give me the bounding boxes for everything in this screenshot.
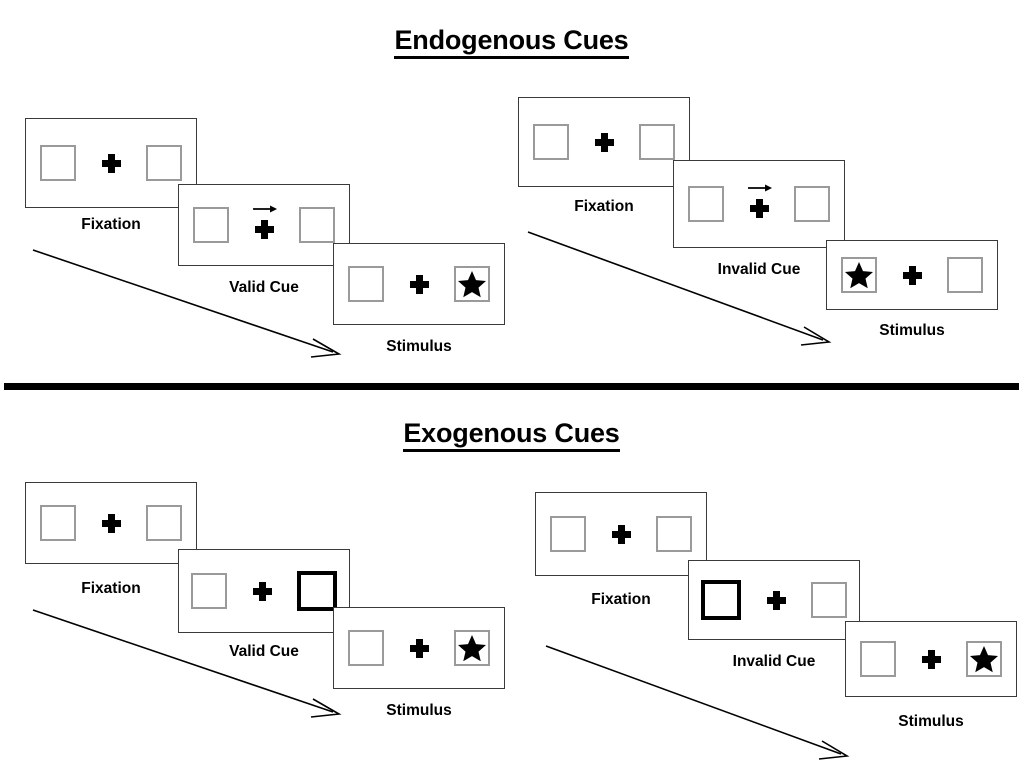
caption-endogenous-invalid-fixation: Fixation [574,198,634,215]
box-left [193,207,229,243]
center-slot [897,255,927,295]
frame-endogenous-invalid-cue [673,160,845,248]
box-right [966,641,1002,677]
center-slot [249,205,279,245]
caption-endogenous-invalid-cue: Invalid Cue [717,261,801,278]
frame-endogenous-invalid-fixation [518,97,690,187]
caption-exogenous-invalid-fixation: Fixation [591,591,651,608]
section-title-exogenous-text: Exogenous Cues [403,418,620,452]
box-left [688,186,724,222]
box-right [454,266,490,302]
center-slot [404,264,434,304]
box-right [146,505,182,541]
center-slot [96,503,126,543]
frame-content [334,244,504,324]
frame-content [26,119,196,207]
fixation-cross-icon [766,590,786,610]
frame-exogenous-valid-fixation [25,482,197,564]
fixation-cross-icon [611,524,631,544]
box-left-highlighted [701,580,741,620]
center-slot [247,571,277,611]
section-title-endogenous-text: Endogenous Cues [394,25,629,59]
fixation-cross-icon [409,638,429,658]
box-right-highlighted [297,571,337,611]
fixation-cross-icon [101,513,121,533]
box-left [40,505,76,541]
caption-endogenous-valid-stimulus: Stimulus [386,338,452,355]
fixation-cross-icon [254,219,274,239]
center-slot [761,580,791,620]
frame-content [334,608,504,688]
fixation-cross-icon [252,581,272,601]
box-left [348,266,384,302]
box-left [40,145,76,181]
frame-content [536,493,706,575]
center-slot [589,122,619,162]
arrow-right-icon [748,184,773,192]
star-icon [845,262,873,289]
fixation-cross-icon [409,274,429,294]
box-left [191,573,227,609]
fixation-cross-icon [902,265,922,285]
frame-endogenous-valid-fixation [25,118,197,208]
caption-exogenous-invalid-cue: Invalid Cue [732,653,816,670]
frame-endogenous-valid-stimulus [333,243,505,325]
box-right [656,516,692,552]
frame-endogenous-invalid-stimulus [826,240,998,310]
fixation-cross-icon [921,649,941,669]
box-left [550,516,586,552]
arrow-right-icon [253,205,278,213]
center-slot [916,639,946,679]
box-right [811,582,847,618]
section-title-exogenous: Exogenous Cues [0,418,1023,452]
caption-exogenous-valid-stimulus: Stimulus [386,702,452,719]
box-right [146,145,182,181]
star-icon [458,635,486,662]
frame-exogenous-valid-stimulus [333,607,505,689]
box-right [639,124,675,160]
box-left [533,124,569,160]
caption-exogenous-valid-cue: Valid Cue [229,643,299,660]
box-left [860,641,896,677]
caption-endogenous-invalid-stimulus: Stimulus [879,322,945,339]
caption-exogenous-valid-fixation: Fixation [81,580,141,597]
caption-exogenous-invalid-stimulus: Stimulus [898,713,964,730]
star-icon [970,646,998,673]
box-right [299,207,335,243]
frame-content [179,550,349,632]
star-icon [458,271,486,298]
fixation-cross-icon [101,153,121,173]
frame-content [846,622,1016,696]
frame-content [519,98,689,186]
fixation-cross-icon [749,198,769,218]
box-right [947,257,983,293]
fixation-cross-icon [594,132,614,152]
frame-content [26,483,196,563]
section-divider [4,383,1019,390]
frame-exogenous-invalid-fixation [535,492,707,576]
frame-exogenous-invalid-cue [688,560,860,640]
center-slot [744,184,774,224]
frame-exogenous-valid-cue [178,549,350,633]
center-slot [404,628,434,668]
box-left [841,257,877,293]
caption-endogenous-valid-fixation: Fixation [81,216,141,233]
section-title-endogenous: Endogenous Cues [0,25,1023,59]
box-right [454,630,490,666]
center-slot [606,514,636,554]
frame-content [674,161,844,247]
frame-endogenous-valid-cue [178,184,350,266]
caption-endogenous-valid-cue: Valid Cue [229,279,299,296]
box-left [348,630,384,666]
box-right [794,186,830,222]
frame-content [179,185,349,265]
frame-content [827,241,997,309]
frame-content [689,561,859,639]
center-slot [96,143,126,183]
frame-exogenous-invalid-stimulus [845,621,1017,697]
